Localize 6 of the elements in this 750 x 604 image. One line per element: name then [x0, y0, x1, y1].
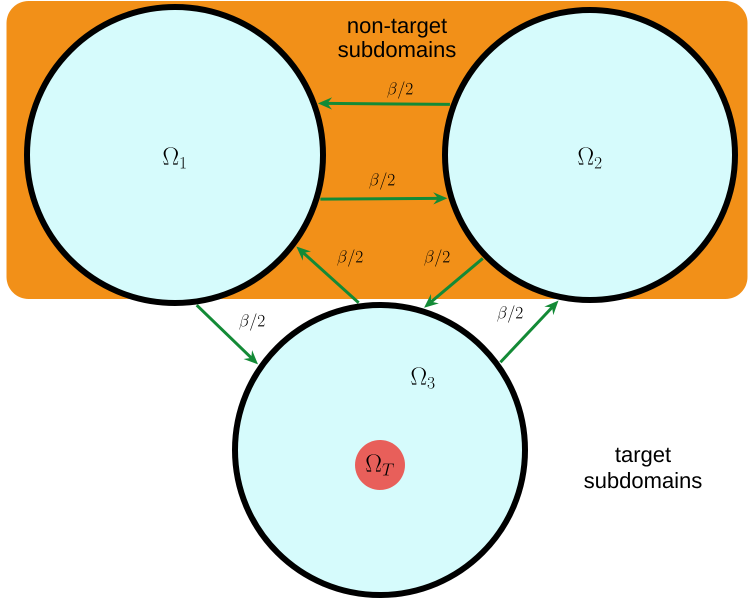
- edge-label: $\beta/2$: [336, 248, 364, 268]
- edge-label: $\beta/2$: [496, 304, 524, 324]
- edge-label: $\beta/2$: [238, 312, 266, 332]
- region-label: target subdomains: [584, 448, 702, 488]
- edge-label: $\beta/2$: [386, 80, 414, 100]
- edge-label: $\beta/2$: [368, 171, 396, 191]
